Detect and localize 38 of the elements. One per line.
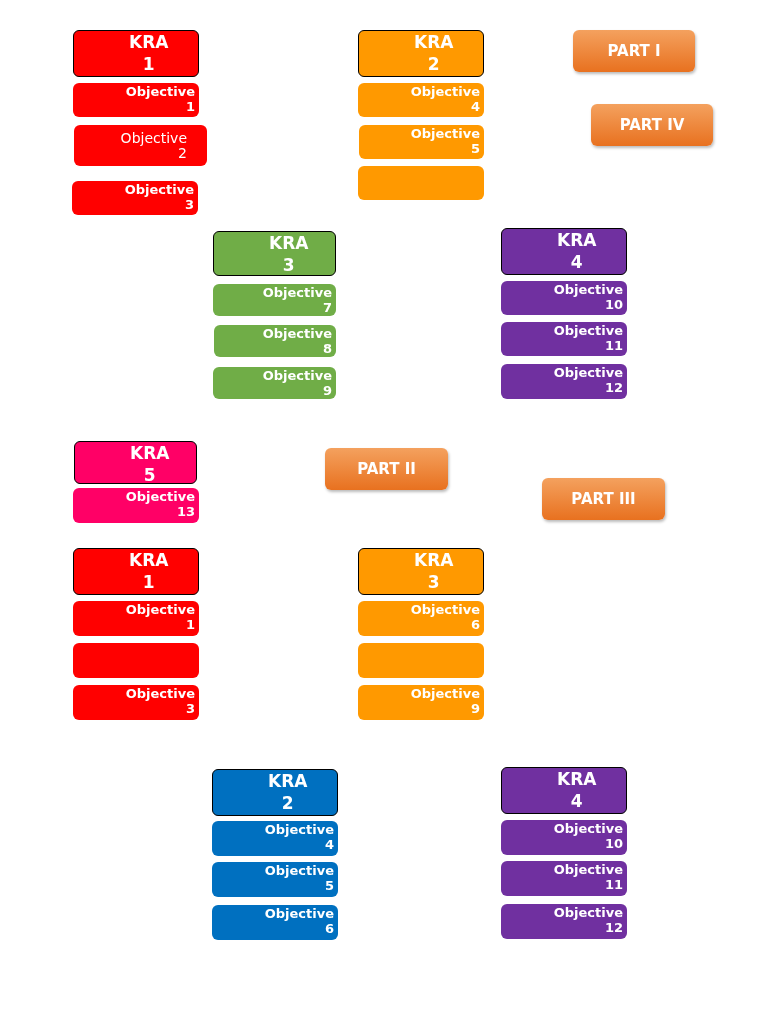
- kra-header-box: KRA 1: [73, 30, 199, 77]
- objective-box: Objective 9: [358, 685, 484, 720]
- part-button: PART II: [325, 448, 448, 490]
- kra-header-box: KRA 3: [213, 231, 336, 276]
- kra-header-box: KRA 5: [74, 441, 197, 484]
- objective-box: Objective 4: [212, 821, 338, 856]
- objective-box: Objective 10: [501, 820, 627, 855]
- blank-box: [358, 166, 484, 200]
- objective-box: Objective 3: [73, 685, 199, 720]
- kra-header-box: KRA 2: [358, 30, 484, 77]
- objective-box: Objective 1: [73, 83, 199, 117]
- objective-box: Objective 8: [214, 325, 336, 357]
- objective-box: Objective 6: [358, 601, 484, 636]
- objective-box: Objective 11: [501, 322, 627, 356]
- blank-box: [73, 643, 199, 678]
- objective-box: Objective 12: [501, 904, 627, 939]
- objective-box: Objective 5: [212, 862, 338, 897]
- part-button: PART IV: [591, 104, 713, 146]
- part-button: PART I: [573, 30, 695, 72]
- objective-box: Objective 1: [73, 601, 199, 636]
- objective-box: Objective 13: [73, 488, 199, 523]
- objective-box: Objective 10: [501, 281, 627, 315]
- kra-header-box: KRA 4: [501, 228, 627, 275]
- kra-header-box: KRA 3: [358, 548, 484, 595]
- objective-box: Objective 6: [212, 905, 338, 940]
- kra-header-box: KRA 4: [501, 767, 627, 814]
- objective-box: Objective 9: [213, 367, 336, 399]
- part-button: PART III: [542, 478, 665, 520]
- objective-box: Objective 2: [74, 125, 207, 166]
- kra-header-box: KRA 1: [73, 548, 199, 595]
- objective-box: Objective 12: [501, 364, 627, 399]
- objective-box: Objective 7: [213, 284, 336, 316]
- kra-header-box: KRA 2: [212, 769, 338, 816]
- objective-box: Objective 11: [501, 861, 627, 896]
- objective-box: Objective 4: [358, 83, 484, 117]
- blank-box: [358, 643, 484, 678]
- objective-box: Objective 3: [72, 181, 198, 215]
- objective-box: Objective 5: [359, 125, 484, 159]
